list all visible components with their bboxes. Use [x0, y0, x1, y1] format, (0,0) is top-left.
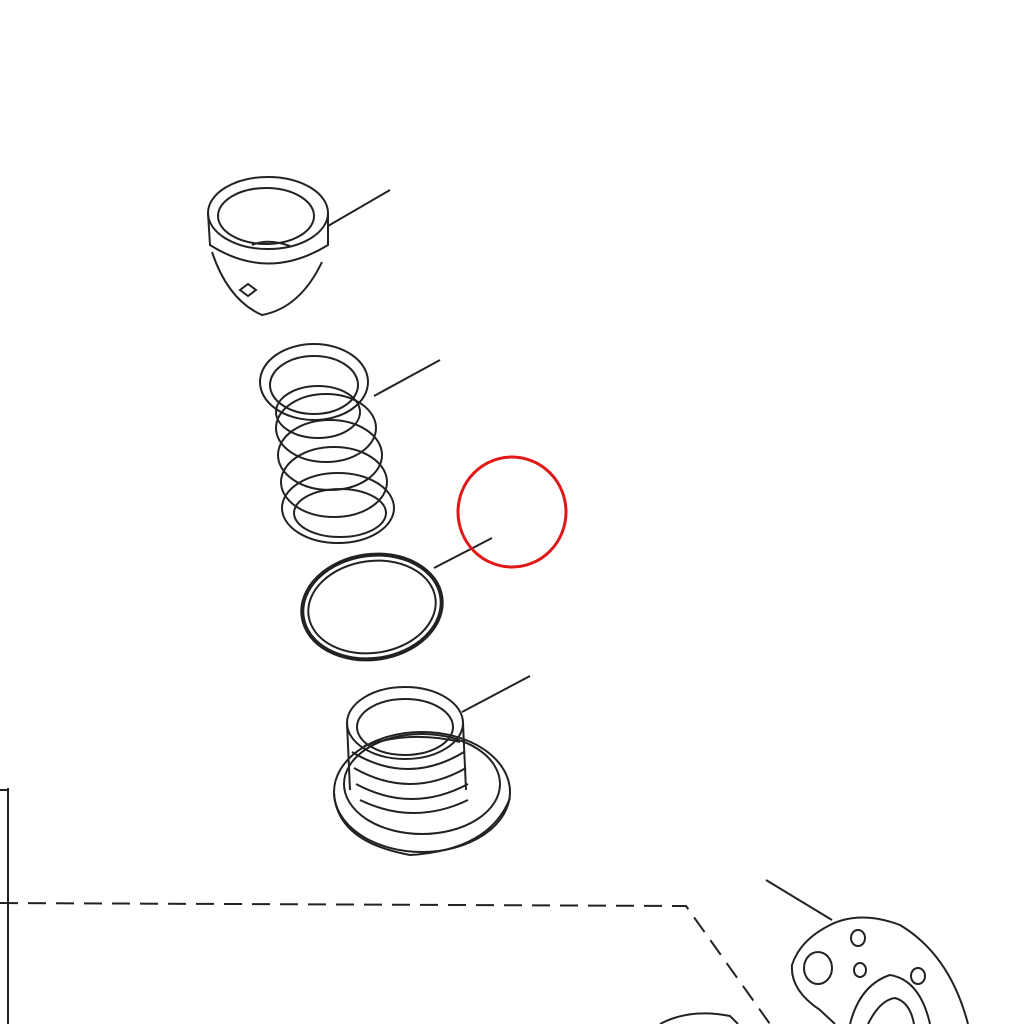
- part-12-drawing[interactable]: [295, 546, 448, 668]
- leader-line-9: [461, 675, 531, 713]
- left-edge-bracket: [0, 788, 9, 1024]
- leader-line-10: [327, 189, 391, 227]
- part-9-drawing[interactable]: [333, 686, 511, 857]
- part-7-drawing[interactable]: [790, 916, 969, 1024]
- partial-part-drawing: [659, 1012, 739, 1024]
- leader-line-7: [765, 879, 833, 921]
- highlight-circle-12: [456, 455, 568, 569]
- part-10-drawing[interactable]: [207, 176, 329, 317]
- part-11-drawing[interactable]: [259, 343, 395, 544]
- leader-line-11: [373, 359, 441, 397]
- assembly-dashed-line: [0, 902, 771, 1024]
- leader-line-12: [433, 537, 493, 569]
